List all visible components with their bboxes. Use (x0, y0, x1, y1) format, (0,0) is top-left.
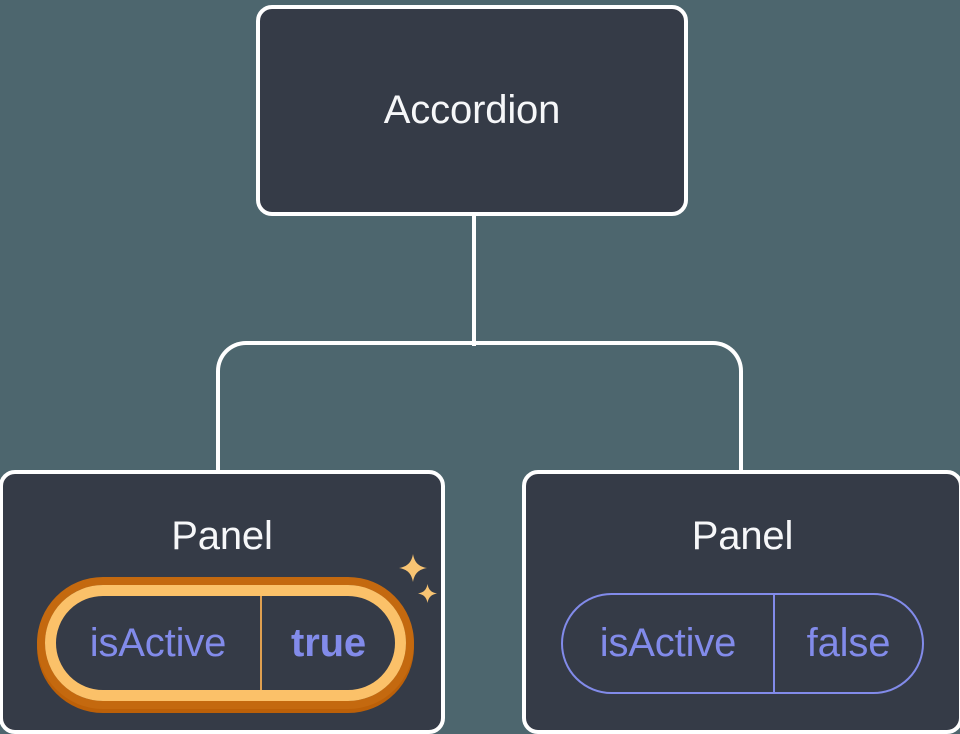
node-accordion-label: Accordion (383, 88, 561, 132)
state-pill-active: isActive true (45, 585, 406, 701)
state-pill-divider (773, 595, 775, 692)
state-value: true (291, 620, 366, 665)
sparkle-icon (418, 584, 437, 603)
connector-branch (216, 341, 743, 470)
node-panel-active: Panel isActive true (0, 470, 445, 734)
state-key: isActive (89, 620, 227, 665)
state-value: false (806, 621, 891, 665)
state-pill-inactive: isActive false (561, 593, 924, 694)
node-accordion: Accordion (256, 5, 688, 216)
node-panel-inactive-label: Panel (691, 514, 794, 558)
connector-stem (472, 212, 476, 346)
node-panel-inactive: Panel isActive false (522, 470, 960, 734)
node-panel-active-label: Panel (171, 514, 273, 558)
sparkle-icon (399, 554, 427, 582)
state-key: isActive (599, 621, 737, 665)
state-pill-divider (260, 596, 262, 690)
